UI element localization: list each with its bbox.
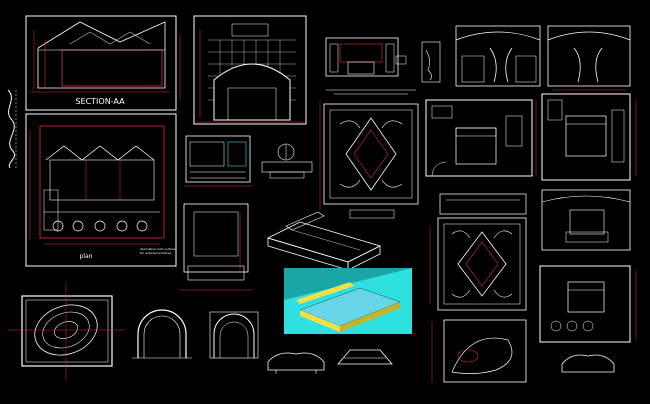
curved-ceiling-plan <box>431 319 527 383</box>
tiled-wall-elevation <box>193 15 307 125</box>
ceiling-plan-right <box>437 217 527 311</box>
plan-note-line-1: decorative rock surface <box>140 247 175 251</box>
sofa-elevation-right <box>561 354 615 373</box>
wall-profile-detail <box>7 89 15 169</box>
curtain-elevation-1 <box>421 41 441 83</box>
ceiling-plan-center <box>323 89 419 219</box>
headboard-elevation-1 <box>439 193 527 215</box>
plan-drawing: plan decorative rock surface for exposed… <box>25 113 177 267</box>
bed-3d-render <box>284 268 412 334</box>
headboard-elevation-small <box>337 349 393 365</box>
bedroom-plan-1 <box>425 99 533 177</box>
fireplace-elevation <box>325 37 407 77</box>
headboard-elevation-2 <box>541 189 631 251</box>
bedside-detail <box>261 143 313 179</box>
dimension-lines <box>179 34 637 340</box>
render-headboard <box>296 282 354 304</box>
bedroom-plan-3 <box>539 265 631 343</box>
bed-isometric-wireframe <box>266 211 382 271</box>
dresser-elevation <box>184 135 252 187</box>
curtain-elevation-3 <box>547 25 631 91</box>
bath-plan <box>180 203 252 291</box>
section-aa-drawing: SECTION-AA <box>25 15 177 111</box>
plan-label: plan <box>80 253 93 260</box>
sofa-elevation <box>267 352 325 374</box>
plan-note-line-2: for exposed surfaces <box>140 251 172 255</box>
render-bed-base-side <box>340 302 400 332</box>
curtain-elevation-2 <box>455 25 541 87</box>
arch-detail-left <box>132 309 192 359</box>
bedroom-plan-2 <box>541 93 631 181</box>
section-aa-title: SECTION-AA <box>75 97 125 106</box>
oval-ceiling-plan <box>8 282 124 380</box>
render-bed-base-front <box>300 310 340 332</box>
arch-detail-right <box>209 311 259 359</box>
